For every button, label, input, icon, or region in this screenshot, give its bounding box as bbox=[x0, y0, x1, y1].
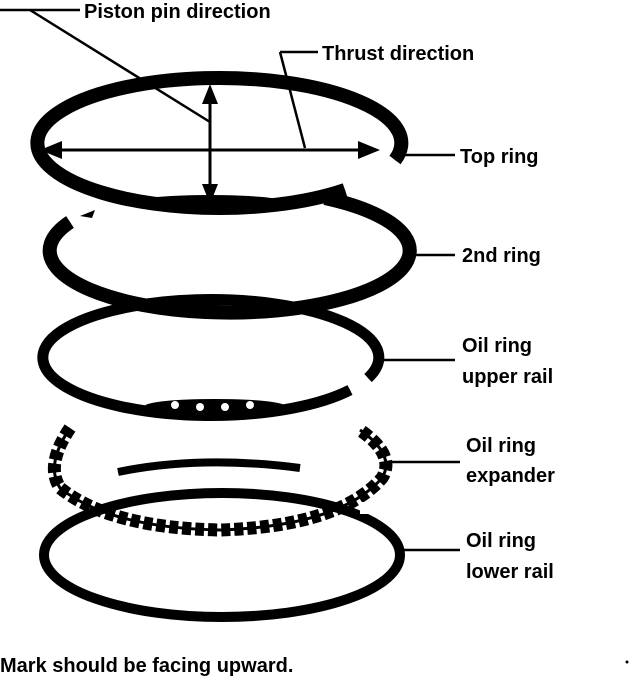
second-ring bbox=[42, 191, 417, 320]
top-ring-label: Top ring bbox=[460, 146, 539, 168]
piston-pin-arrow bbox=[202, 84, 218, 204]
mark-note: Mark should be facing upward. bbox=[0, 655, 293, 677]
thrust-direction-label: Thrust direction bbox=[322, 43, 474, 65]
oil-ring-upper-rail bbox=[37, 294, 385, 421]
oil-ring-expander-label-1: Oil ring bbox=[466, 435, 536, 457]
oil-ring-expander bbox=[47, 424, 393, 537]
thrust-arrow bbox=[40, 141, 380, 159]
oil-ring-expander-label-2: expander bbox=[466, 465, 555, 487]
oil-ring-upper-rail-label-2: upper rail bbox=[462, 366, 553, 388]
oil-ring-lower-rail-label-2: lower rail bbox=[466, 561, 554, 583]
oil-ring-lower-rail bbox=[39, 488, 405, 622]
top-ring bbox=[30, 70, 409, 215]
speck bbox=[625, 660, 629, 664]
second-ring-label: 2nd ring bbox=[462, 245, 541, 267]
oil-ring-upper-rail-label-1: Oil ring bbox=[462, 335, 532, 357]
piston-pin-direction-label: Piston pin direction bbox=[84, 1, 271, 23]
oil-ring-lower-rail-label-1: Oil ring bbox=[466, 530, 536, 552]
leader-lines bbox=[0, 8, 460, 552]
